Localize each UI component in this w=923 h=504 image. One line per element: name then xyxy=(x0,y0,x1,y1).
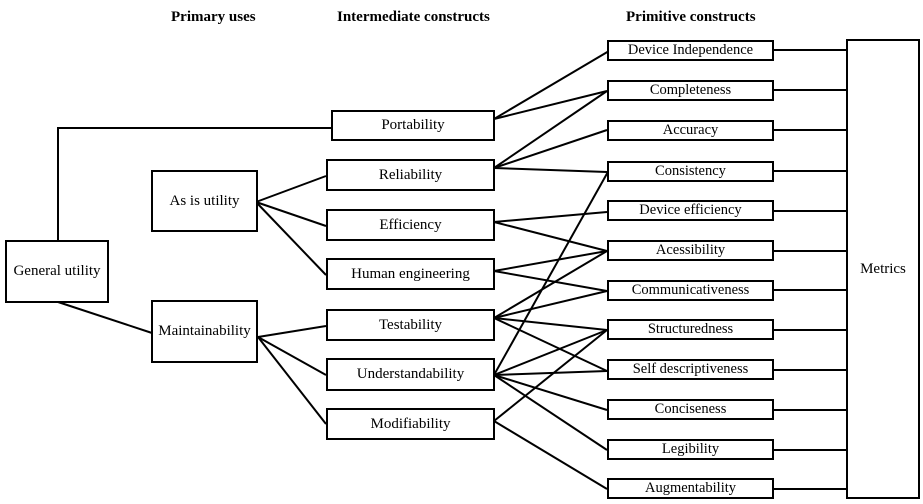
node-human-engineering: Human engineering xyxy=(326,258,495,290)
edge-test-selfdesc xyxy=(493,317,608,372)
edge-general-portability xyxy=(57,127,332,241)
node-maintainability: Maintainability xyxy=(151,300,258,363)
edge-maint-testability xyxy=(257,325,327,338)
edge-reliability-complete xyxy=(493,90,608,169)
edge-general-maintainability xyxy=(57,301,153,334)
node-metrics: Metrics xyxy=(846,39,920,499)
edge-maint-understandability xyxy=(257,336,327,376)
edge-human-access xyxy=(493,250,608,272)
node-reliability: Reliability xyxy=(326,159,495,191)
edge-under-struct xyxy=(493,329,608,376)
node-efficiency: Efficiency xyxy=(326,209,495,241)
node-completeness: Completeness xyxy=(607,80,774,101)
node-legibility: Legibility xyxy=(607,439,774,460)
edge-portability-devind xyxy=(493,50,610,120)
edge-test-comm xyxy=(493,290,608,319)
node-communicativeness: Communicativeness xyxy=(607,280,774,301)
node-consistency: Consistency xyxy=(607,161,774,182)
edge-mod-struct xyxy=(493,329,608,422)
edge-portability-complete xyxy=(493,90,608,120)
node-structuredness: Structuredness xyxy=(607,319,774,340)
node-accuracy: Accuracy xyxy=(607,120,774,141)
node-general-utility: General utility xyxy=(5,240,109,303)
edge-test-struct xyxy=(493,317,608,331)
node-accessibility: Acessibility xyxy=(607,240,774,261)
node-portability: Portability xyxy=(331,110,495,141)
edge-reliability-accuracy xyxy=(493,129,608,169)
node-conciseness: Conciseness xyxy=(607,399,774,420)
node-augmentability: Augmentability xyxy=(607,478,774,499)
node-as-is-utility: As is utility xyxy=(151,170,258,232)
edge-maint-modifiability xyxy=(257,336,327,425)
edge-reliability-consistency xyxy=(493,167,608,173)
header-primitive-constructs: Primitive constructs xyxy=(626,9,756,25)
edge-under-concise xyxy=(493,374,608,411)
node-device-efficiency: Device efficiency xyxy=(607,200,774,221)
node-modifiability: Modifiability xyxy=(326,408,495,440)
edge-under-selfdesc xyxy=(493,370,608,376)
header-primary-uses: Primary uses xyxy=(171,9,256,25)
edge-human-comm xyxy=(493,270,608,292)
node-device-independence: Device Independence xyxy=(607,40,774,61)
node-testability: Testability xyxy=(326,309,495,341)
edge-asis-efficiency xyxy=(255,201,327,227)
edge-under-legibility xyxy=(493,374,608,451)
edge-test-access xyxy=(493,250,608,319)
node-self-descriptiveness: Self descriptiveness xyxy=(607,359,774,380)
edge-efficiency-access xyxy=(493,221,608,252)
header-intermediate-constructs: Intermediate constructs xyxy=(337,9,490,25)
edge-efficiency-deveff xyxy=(493,211,608,223)
edge-under-consistency xyxy=(493,169,610,376)
edge-asis-reliability xyxy=(255,175,327,203)
edge-asis-human xyxy=(255,201,327,276)
edge-mod-augment xyxy=(493,420,608,490)
node-understandability: Understandability xyxy=(326,358,495,391)
